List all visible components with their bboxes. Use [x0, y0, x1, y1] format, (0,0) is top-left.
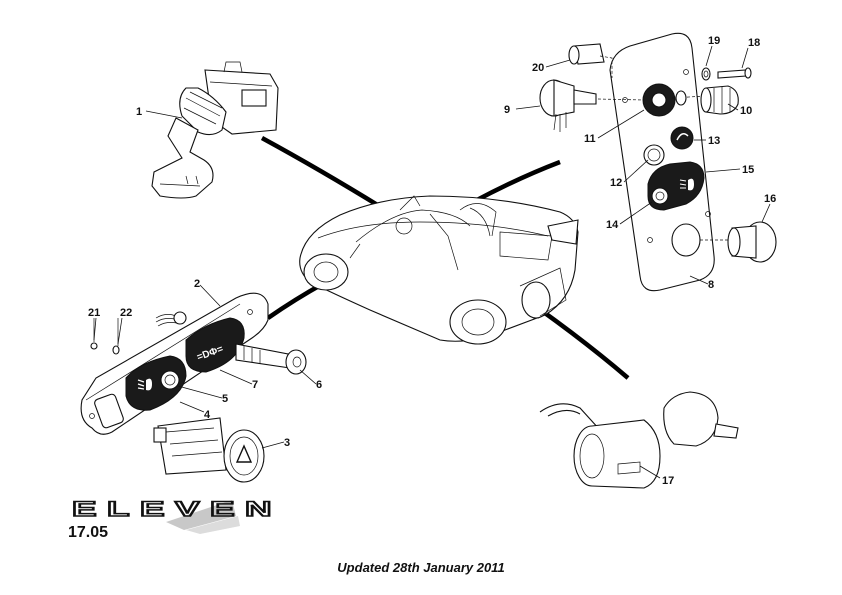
callout-6: 6 — [316, 379, 322, 391]
callout-13: 13 — [708, 135, 720, 147]
callout-3: 3 — [284, 437, 290, 449]
pin-part-6 — [235, 343, 307, 375]
callout-15: 15 — [742, 164, 754, 176]
callout-22: 22 — [120, 307, 132, 319]
hazard-icon — [235, 444, 253, 463]
switch-panel-right — [609, 32, 715, 292]
stalk-switch — [151, 61, 279, 199]
blank-plug — [700, 221, 777, 263]
callout-11: 11 — [584, 133, 596, 145]
headlamp-icon — [137, 378, 152, 391]
callout-17: 17 — [662, 475, 674, 487]
leader-lines — [93, 45, 771, 479]
bulb-holder — [568, 43, 613, 78]
callout-9: 9 — [504, 104, 510, 116]
potentiometer — [539, 79, 645, 132]
callout-20: 20 — [532, 62, 544, 74]
callout-2: 2 — [194, 278, 200, 290]
update-footer: Updated 28th January 2011 — [337, 560, 505, 575]
switch-panel-left: =DΦ= — [80, 292, 269, 435]
callout-18: 18 — [748, 37, 760, 49]
dimmer-knob — [671, 85, 739, 115]
car-illustration — [299, 195, 579, 345]
logo-text: ELEVEN — [72, 498, 282, 521]
callout-labels: 1 2 3 4 5 6 7 8 9 10 11 12 13 14 15 16 1… — [88, 35, 776, 487]
screw-washer-left — [90, 318, 120, 355]
hazard-switch — [153, 417, 265, 483]
callout-7: 7 — [252, 379, 258, 391]
callout-8: 8 — [708, 279, 714, 291]
callout-10: 10 — [740, 105, 752, 117]
callout-4: 4 — [204, 409, 211, 421]
callout-19: 19 — [708, 35, 720, 47]
callout-5: 5 — [222, 393, 228, 405]
power-socket — [539, 391, 739, 489]
page-number: 17.05 — [68, 524, 109, 541]
callout-16: 16 — [764, 193, 776, 205]
callout-1: 1 — [136, 106, 142, 118]
foglamp-icon — [679, 178, 694, 191]
screw-washer-right — [701, 67, 752, 81]
callout-12: 12 — [610, 177, 622, 189]
callout-21: 21 — [88, 307, 100, 319]
callout-14: 14 — [606, 219, 619, 231]
eleven-logo: ELEVEN — [71, 497, 282, 534]
